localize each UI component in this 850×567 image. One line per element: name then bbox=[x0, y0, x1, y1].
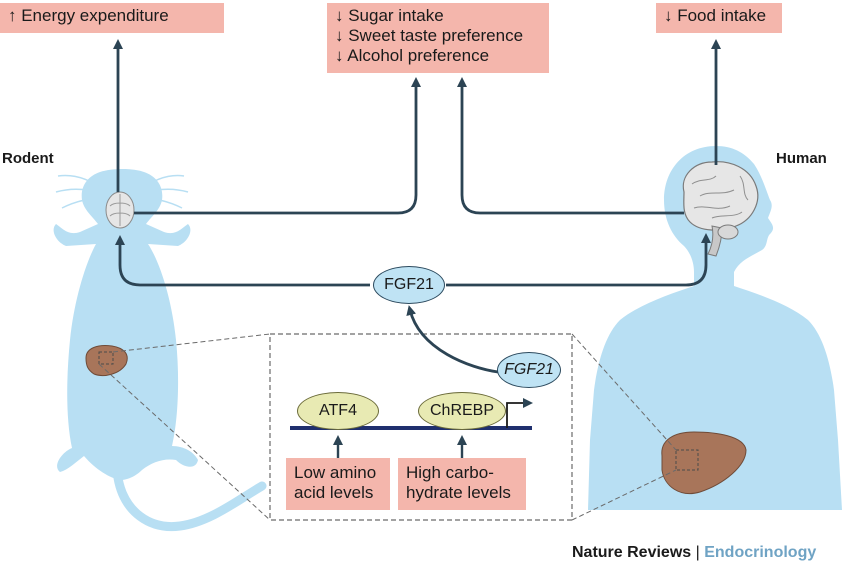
chrebp-oval: ChREBP bbox=[418, 392, 506, 430]
rodent-silhouette bbox=[53, 169, 267, 532]
human-silhouette bbox=[588, 146, 842, 510]
human-brain-icon bbox=[682, 161, 759, 257]
fgf21-secretion-arrow bbox=[406, 305, 499, 374]
journal-field: Endocrinology bbox=[704, 544, 817, 561]
low-amino-line-1: Low amino bbox=[294, 463, 377, 482]
low-amino-acid-box: Low amino acid levels bbox=[286, 458, 390, 510]
rodent-zoom-leader-top bbox=[112, 333, 271, 353]
fgf21-hormone-oval: FGF21 bbox=[373, 266, 445, 304]
human-zoom-leader-top bbox=[571, 333, 677, 451]
human-label: Human bbox=[776, 150, 827, 167]
high-carb-line-2: hydrate levels bbox=[406, 483, 511, 502]
human-liver-zoom-marker bbox=[675, 449, 699, 471]
rodent-liver-zoom-marker bbox=[98, 351, 114, 365]
human-zoom-leader-bottom bbox=[571, 469, 677, 521]
rodent-zoom-leader-bottom bbox=[98, 363, 271, 521]
atf4-oval: ATF4 bbox=[297, 392, 379, 430]
transcription-start-arrow bbox=[506, 398, 533, 428]
sugar-intake-text: ↓ Sugar intake bbox=[335, 6, 444, 25]
low-amino-line-2: acid levels bbox=[294, 483, 374, 502]
alcohol-preference-text: ↓ Alcohol preference bbox=[335, 46, 490, 65]
high-carb-line-1: High carbo- bbox=[406, 463, 494, 482]
credit-separator: | bbox=[695, 544, 700, 561]
fgf21-to-rodent-brain-arrow bbox=[115, 235, 370, 287]
rodent-brain-to-sugar-arrow bbox=[134, 77, 421, 215]
energy-expenditure-box: ↑ Energy expenditure bbox=[0, 3, 224, 33]
sugar-preference-box: ↓ Sugar intake ↓ Sweet taste preference … bbox=[327, 3, 549, 73]
rodent-label: Rodent bbox=[2, 150, 54, 167]
sweet-taste-text: ↓ Sweet taste preference bbox=[335, 26, 524, 45]
journal-name: Nature Reviews bbox=[572, 544, 692, 561]
fgf21-gene-oval: FGF21 bbox=[497, 352, 561, 388]
human-brain-to-sugar-arrow bbox=[457, 77, 684, 215]
journal-credit: Nature Reviews | Endocrinology bbox=[572, 544, 816, 562]
fgf21-to-human-brain-arrow bbox=[446, 233, 711, 287]
human-liver-icon bbox=[661, 431, 747, 494]
rodent-liver-icon bbox=[85, 345, 128, 377]
high-carbohydrate-box: High carbo- hydrate levels bbox=[398, 458, 526, 510]
food-intake-box: ↓ Food intake bbox=[656, 3, 782, 33]
